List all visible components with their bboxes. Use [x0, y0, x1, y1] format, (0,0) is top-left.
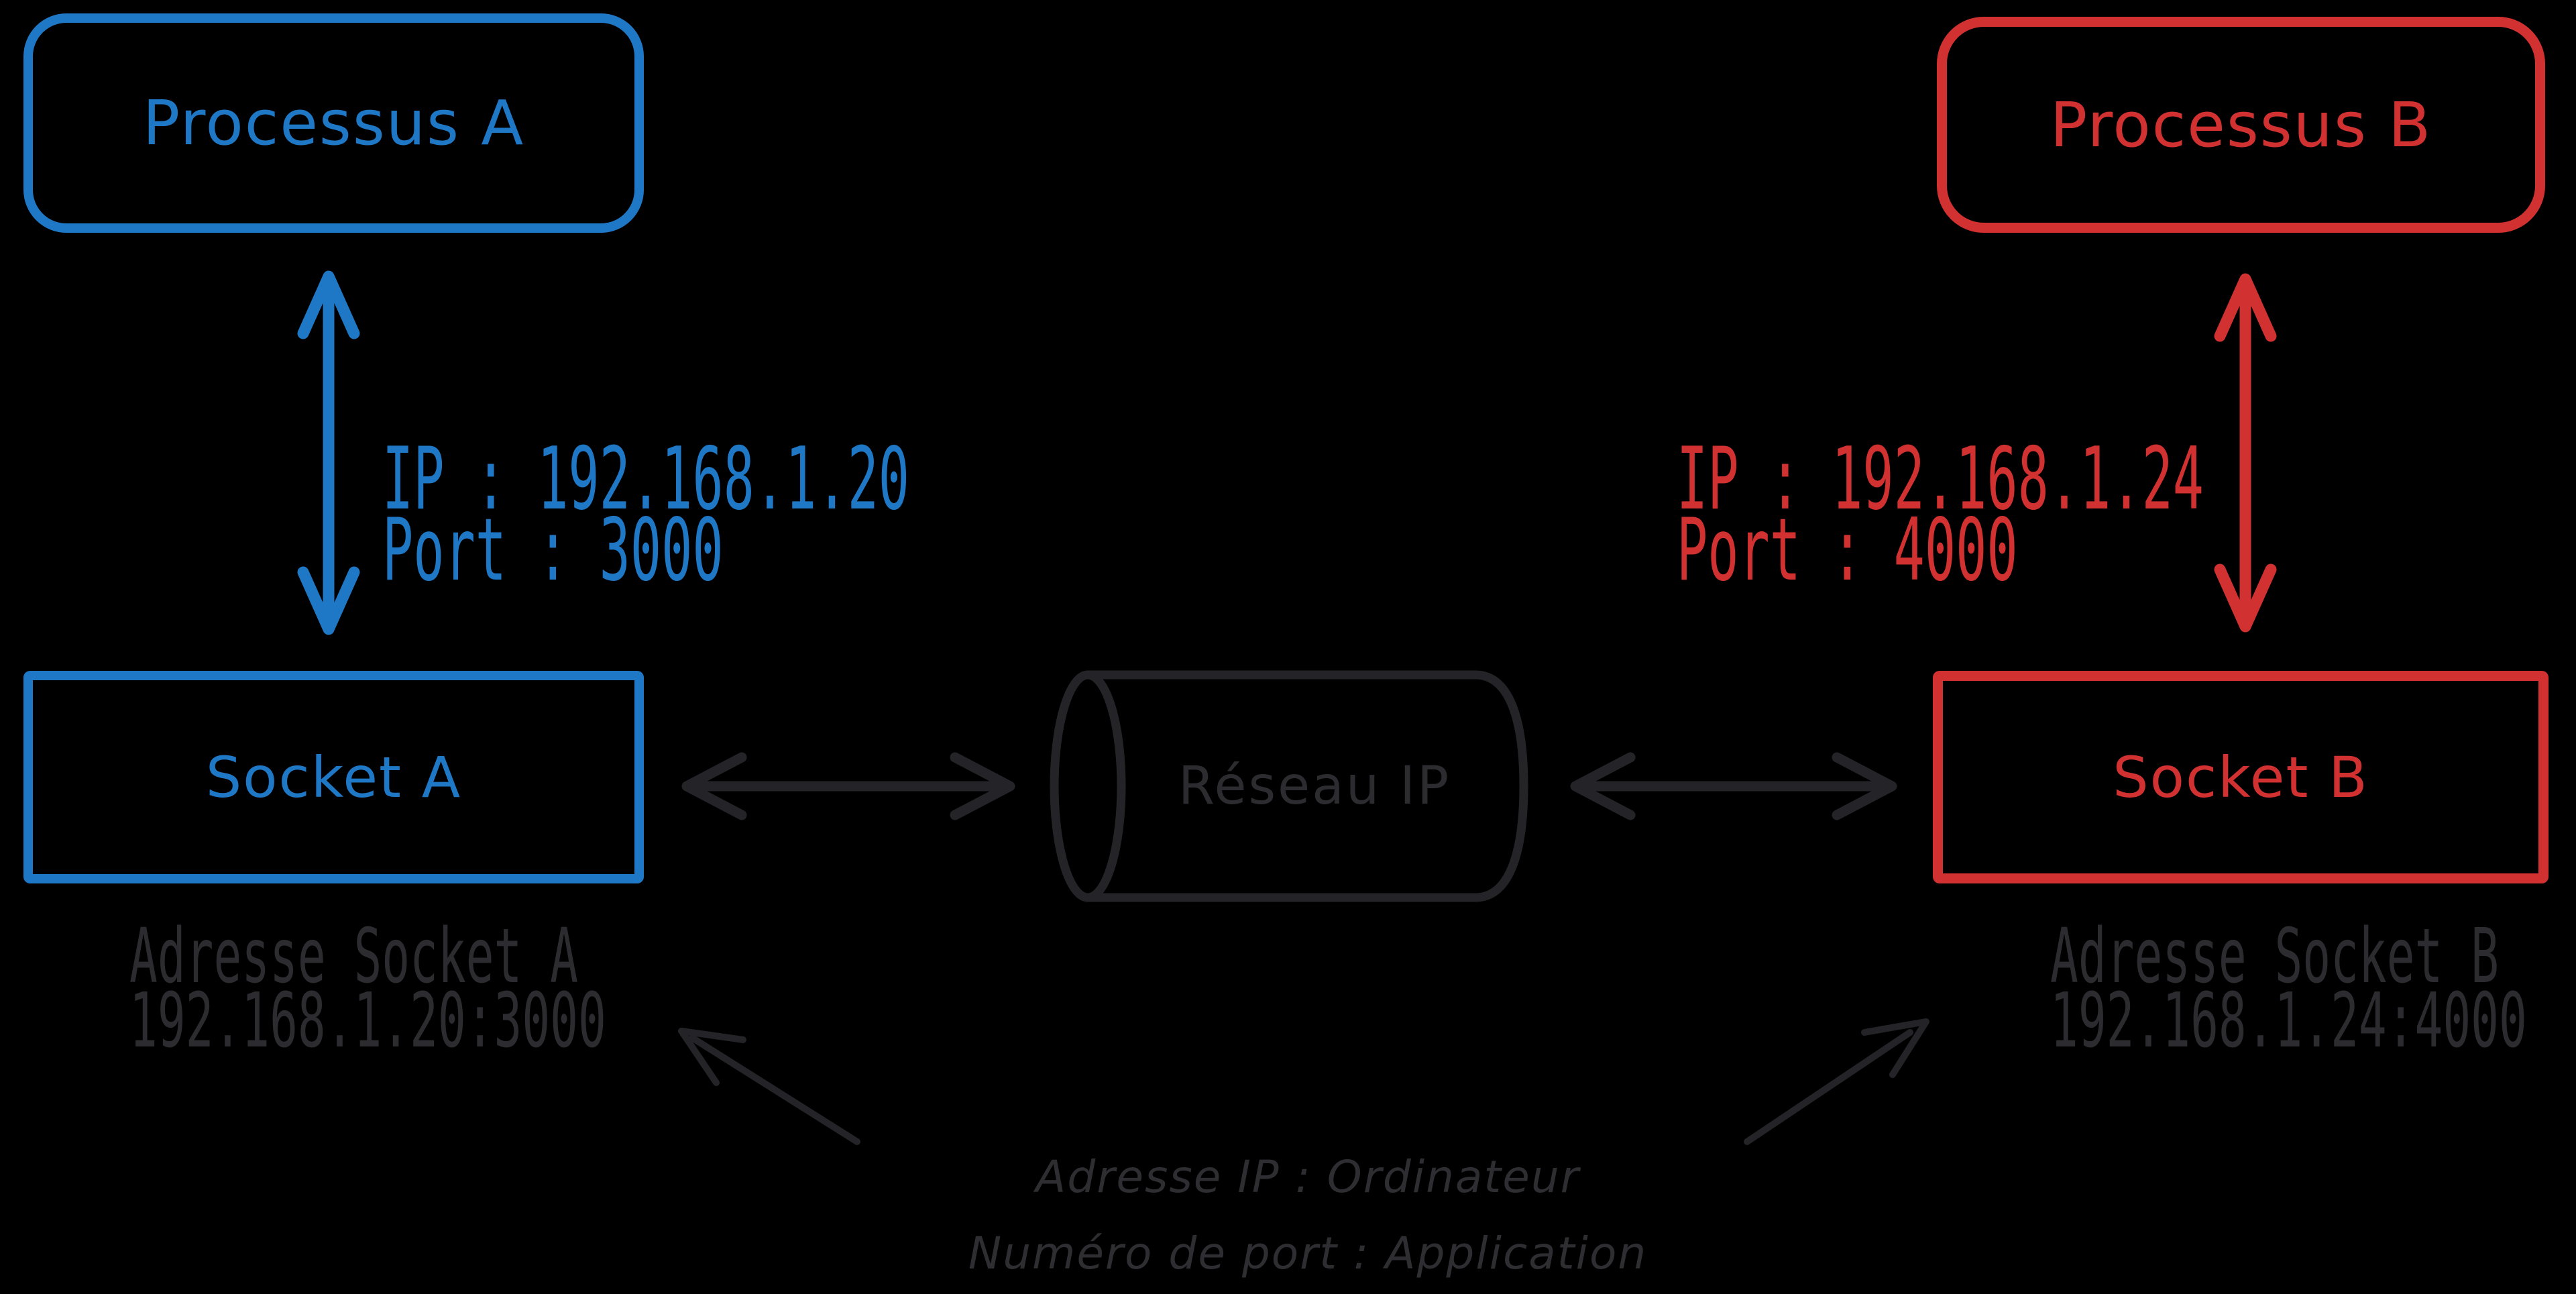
- endpoint-a-port-text: Port : 3000: [382, 500, 724, 600]
- process-b-box: Processus B: [1937, 17, 2545, 233]
- legend-arrow-left-icon: [678, 1028, 860, 1145]
- socket-b-address-value: 192.168.1.24:4000: [2050, 977, 2527, 1065]
- socket-a-address-block: Adresse Socket A 192.168.1.20:3000: [0, 913, 681, 1065]
- socket-b-network-bidirectional-arrow-icon: [1570, 752, 1897, 820]
- socket-b-address-block: Adresse Socket B 192.168.1.24:4000: [1921, 913, 2576, 1065]
- process-b-socket-b-bidirectional-arrow-icon: [2214, 273, 2277, 633]
- socket-a-label: Socket A: [205, 744, 462, 810]
- endpoint-b-ip-text: IP : 192.168.1.24: [1677, 429, 2204, 529]
- endpoint-b-port-text: Port : 4000: [1677, 500, 2018, 600]
- legend-line-1: Adresse IP : Ordinateur: [1035, 1151, 1580, 1203]
- endpoint-a-ip-text: IP : 192.168.1.20: [382, 429, 910, 529]
- socket-a-network-bidirectional-arrow-icon: [681, 752, 1015, 820]
- socket-a-box: Socket A: [23, 671, 644, 883]
- socket-a-address-value: 192.168.1.20:3000: [129, 977, 606, 1065]
- endpoint-a-ip-port-block: IP : 192.168.1.20 Port : 3000: [382, 429, 1261, 600]
- socket-b-address-title: Adresse Socket B: [2050, 913, 2499, 1000]
- legend-block: Adresse IP : Ordinateur Numéro de port :…: [838, 1139, 1777, 1292]
- legend-arrow-right-icon: [1744, 1018, 1929, 1145]
- process-a-socket-a-bidirectional-arrow-icon: [297, 270, 360, 635]
- process-b-label: Processus B: [2050, 89, 2432, 161]
- socket-a-address-title: Adresse Socket A: [129, 913, 578, 1000]
- socket-b-label: Socket B: [2113, 744, 2369, 810]
- legend-line-2: Numéro de port : Application: [968, 1228, 1648, 1279]
- endpoint-b-ip-port-block: IP : 192.168.1.24 Port : 4000: [1677, 429, 2555, 600]
- network-label: Réseau IP: [1178, 756, 1451, 816]
- socket-b-box: Socket B: [1933, 671, 2549, 883]
- process-a-label: Processus A: [142, 87, 525, 159]
- process-a-box: Processus A: [23, 13, 644, 233]
- network-cylinder: [1050, 670, 1528, 902]
